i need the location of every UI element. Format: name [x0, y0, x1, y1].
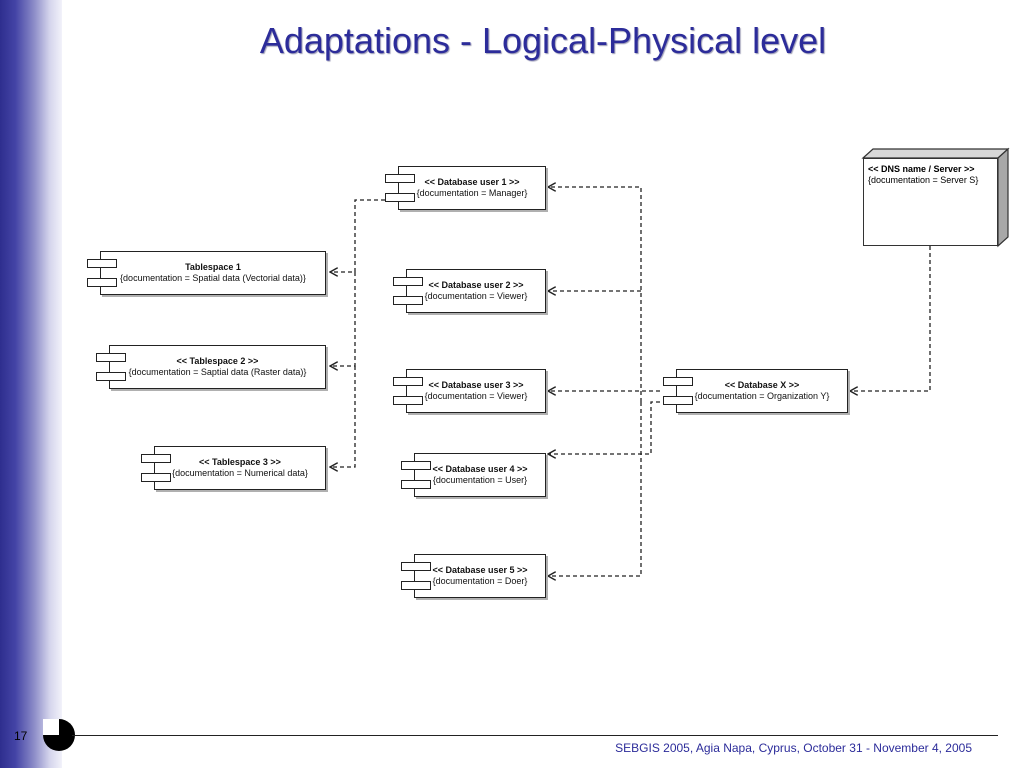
component-tablespace-3[interactable]: << Tablespace 3 >> {documentation = Nume… — [154, 446, 326, 490]
component-port-icon — [141, 473, 171, 482]
footer-divider — [72, 735, 998, 736]
component-documentation: {documentation = Doer} — [432, 576, 528, 586]
dependency-server-to-database-x — [850, 246, 931, 391]
component-port-icon — [87, 278, 117, 287]
component-port-icon — [401, 581, 431, 590]
component-port-icon — [663, 377, 693, 386]
dependency-dbx-to-user-5 — [548, 402, 642, 576]
component-port-icon — [385, 193, 415, 202]
dependency-dbx-to-user-1 — [548, 187, 642, 402]
component-port-icon — [96, 353, 126, 362]
component-port-icon — [401, 461, 431, 470]
component-tablespace-2[interactable]: << Tablespace 2 >> {documentation = Sapt… — [109, 345, 326, 389]
node-dns-server[interactable]: << DNS name / Server >> {documentation =… — [863, 158, 998, 246]
component-port-icon — [393, 277, 423, 286]
component-database-user-5[interactable]: << Database user 5 >> {documentation = D… — [414, 554, 546, 598]
component-port-icon — [401, 562, 431, 571]
component-database-user-4[interactable]: << Database user 4 >> {documentation = U… — [414, 453, 546, 497]
component-name: << Database user 5 >> — [432, 565, 528, 575]
component-name: << Tablespace 3 >> — [199, 457, 281, 467]
component-documentation: {documentation = Numerical data} — [172, 468, 308, 478]
node-documentation: {documentation = Server S} — [868, 175, 979, 185]
component-documentation: {documentation = User} — [432, 475, 528, 485]
component-documentation: {documentation = Viewer} — [424, 391, 528, 401]
component-name: Tablespace 1 — [185, 262, 241, 272]
component-port-icon — [401, 480, 431, 489]
slide-title: Adaptations - Logical-Physical level — [259, 20, 827, 61]
component-documentation: {documentation = Organization Y} — [694, 391, 830, 401]
component-name: << Database X >> — [724, 380, 800, 390]
component-name: << Database user 1 >> — [424, 177, 520, 187]
component-port-icon — [393, 377, 423, 386]
footer-bullet-cutout — [43, 719, 59, 735]
component-documentation: {documentation = Manager} — [416, 188, 528, 198]
slide-footer: SEBGIS 2005, Agia Napa, Cyprus, October … — [615, 741, 972, 755]
component-port-icon — [663, 396, 693, 405]
component-port-icon — [393, 396, 423, 405]
component-database-user-1[interactable]: << Database user 1 >> {documentation = M… — [398, 166, 546, 210]
slide-sidebar-gradient — [0, 0, 62, 768]
component-database-x[interactable]: << Database X >> {documentation = Organi… — [676, 369, 848, 413]
component-database-user-2[interactable]: << Database user 2 >> {documentation = V… — [406, 269, 546, 313]
component-port-icon — [96, 372, 126, 381]
component-port-icon — [393, 296, 423, 305]
component-name: << Tablespace 2 >> — [176, 356, 259, 366]
component-name: << Database user 3 >> — [428, 380, 524, 390]
component-documentation: {documentation = Saptial data (Raster da… — [128, 367, 307, 377]
component-port-icon — [385, 174, 415, 183]
component-tablespace-1[interactable]: Tablespace 1 {documentation = Spatial da… — [100, 251, 326, 295]
dependency-user1-to-tablespace-3 — [330, 366, 356, 467]
component-name: << Database user 4 >> — [432, 464, 528, 474]
component-documentation: {documentation = Spatial data (Vectorial… — [120, 273, 306, 283]
component-documentation: {documentation = Viewer} — [424, 291, 528, 301]
dependency-user1-to-tablespace-1 — [330, 199, 385, 272]
dependency-user1-to-tablespace-2 — [330, 272, 356, 366]
component-port-icon — [141, 454, 171, 463]
node-name: << DNS name / Server >> — [868, 164, 975, 174]
dependency-dbx-to-user-4 — [548, 401, 660, 454]
component-database-user-3[interactable]: << Database user 3 >> {documentation = V… — [406, 369, 546, 413]
slide-page-number: 17 — [14, 729, 28, 743]
component-name: << Database user 2 >> — [428, 280, 524, 290]
component-port-icon — [87, 259, 117, 268]
